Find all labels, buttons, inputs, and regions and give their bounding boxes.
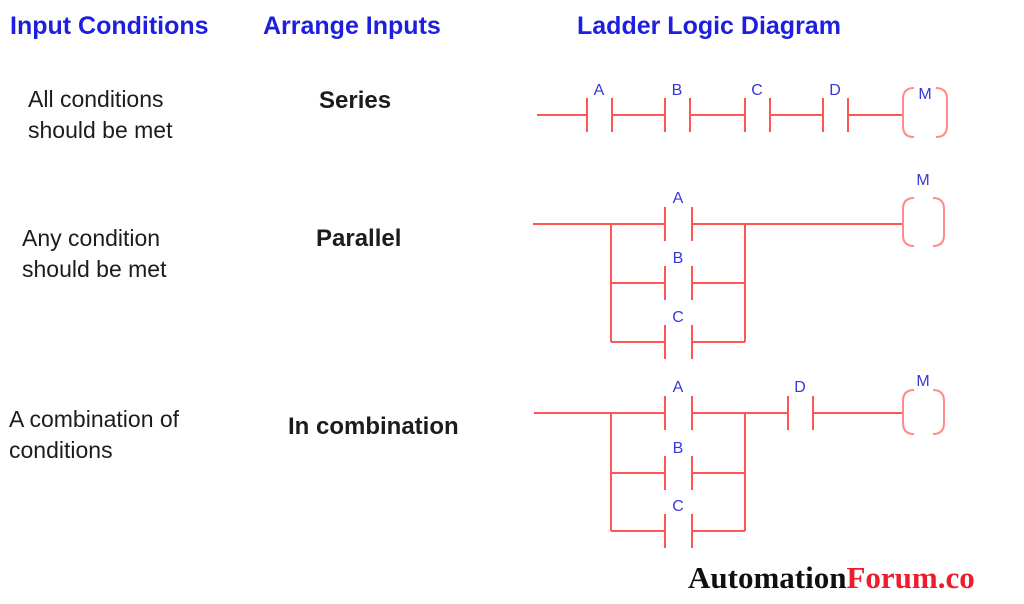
contact-a: A bbox=[664, 190, 693, 241]
contact-b-label: B bbox=[673, 440, 684, 457]
branch-b: B bbox=[611, 440, 745, 490]
coil-m-label: M bbox=[918, 86, 931, 103]
contact-b-label: B bbox=[673, 250, 684, 267]
arrangement-label-parallel: Parallel bbox=[316, 225, 402, 252]
ladder-diagram-parallel: A B C M bbox=[533, 172, 945, 359]
contact-c-label: C bbox=[751, 82, 763, 99]
contact-a: A bbox=[664, 379, 693, 430]
branch-b: B bbox=[611, 250, 745, 300]
header-input-conditions: Input Conditions bbox=[10, 12, 209, 40]
coil-m-label: M bbox=[916, 172, 929, 189]
contact-d: D bbox=[822, 82, 849, 132]
header-arrange-inputs: Arrange Inputs bbox=[263, 12, 441, 40]
ladder-diagram-series: A B C D M bbox=[537, 82, 948, 138]
contact-a: A bbox=[586, 82, 613, 132]
contact-c: C bbox=[744, 82, 771, 132]
condition-text-row1: All conditions should be met bbox=[28, 86, 173, 143]
contact-b: B bbox=[664, 82, 691, 132]
contact-a-label: A bbox=[673, 379, 684, 396]
contact-a-label: A bbox=[673, 190, 684, 207]
logo-black-text: Automation bbox=[688, 560, 847, 595]
contact-c-label: C bbox=[672, 309, 684, 326]
coil-m-label: M bbox=[916, 373, 929, 390]
arrangement-label-in-combination: In combination bbox=[288, 413, 459, 440]
coil-m: M bbox=[902, 172, 945, 247]
logo-red-text: Forum.co bbox=[846, 560, 975, 595]
condition-text-row3: A combination of conditions bbox=[9, 406, 180, 463]
coil-m: M bbox=[902, 373, 945, 435]
ladder-diagram-combination: A B C D M bbox=[534, 373, 945, 548]
contact-d: D bbox=[787, 379, 814, 430]
header-ladder-logic-diagram: Ladder Logic Diagram bbox=[577, 12, 841, 40]
arrangement-label-series: Series bbox=[319, 87, 392, 114]
branch-c: C bbox=[611, 498, 745, 548]
contact-b-label: B bbox=[672, 82, 683, 99]
automationforum-logo: AutomationForum.co bbox=[688, 560, 975, 596]
condition-text-row2: Any condition should be met bbox=[22, 225, 167, 282]
contact-a-label: A bbox=[594, 82, 605, 99]
coil-m: M bbox=[902, 86, 948, 138]
branch-c: C bbox=[611, 309, 745, 359]
contact-d-label: D bbox=[829, 82, 841, 99]
contact-c-label: C bbox=[672, 498, 684, 515]
contact-d-label: D bbox=[794, 379, 806, 396]
